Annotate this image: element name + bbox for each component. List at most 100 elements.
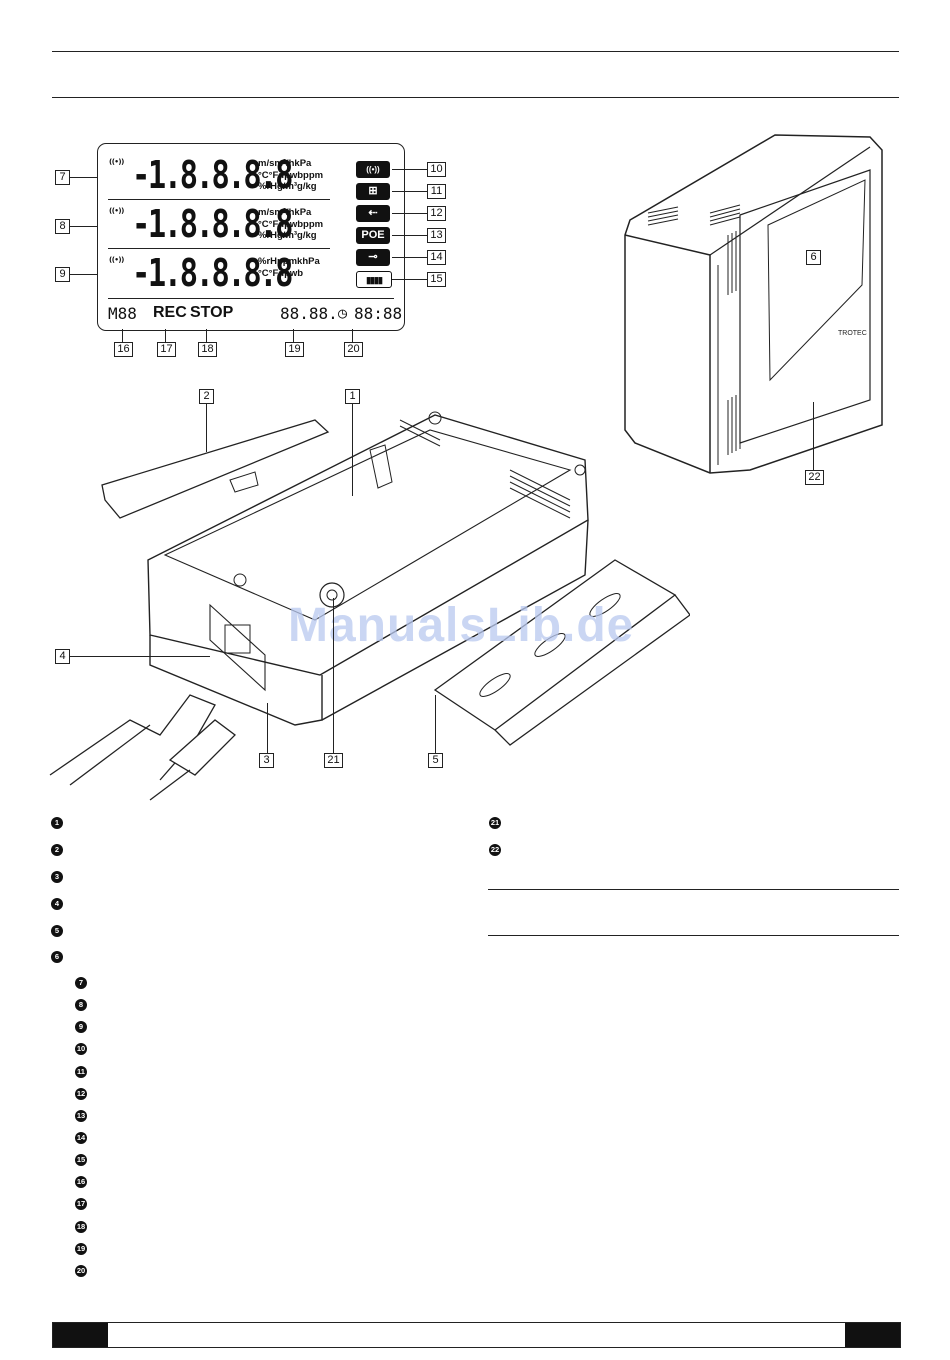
callout-18: 18: [198, 342, 217, 357]
unit-line: %rHppmkhPa: [258, 256, 320, 267]
clock-icon: ◷: [338, 304, 348, 322]
battery-icon: ▮▮▮▮: [356, 271, 392, 288]
legend-bullet: 17: [75, 1198, 87, 1210]
lcd-separator: [108, 248, 330, 249]
signal-icon: ((•)): [109, 158, 124, 166]
legend-bullet: 9: [75, 1021, 87, 1033]
unit-line: m/sm³/hkPa: [258, 158, 312, 169]
legend-bullet: 12: [75, 1088, 87, 1100]
legend-bullet: 2: [51, 844, 63, 856]
callout-21: 21: [324, 753, 343, 768]
legend-bullet: 22: [489, 844, 501, 856]
lcd-units: %rHppmkhPa °C°Fdpwb: [258, 256, 320, 279]
power-plug-icon: ⊸: [356, 249, 390, 266]
lcd-separator: [108, 199, 330, 200]
leader-line: [392, 213, 427, 214]
leader-line: [70, 177, 97, 178]
top-rule-2: [52, 97, 899, 98]
callout-9: 9: [55, 267, 70, 282]
right-rule-2: [488, 935, 899, 936]
leader-line: [352, 329, 353, 342]
callout-2: 2: [199, 389, 214, 404]
lcd-status-row: M88 REC STOP 88.88. ◷ 88:88: [108, 304, 402, 326]
legend-bullet: 16: [75, 1176, 87, 1188]
lcd-separator: [108, 298, 394, 299]
network-icon: ⊞: [356, 183, 390, 200]
unit-line: m/sm³/hkPa: [258, 207, 312, 218]
legend-bullet: 20: [75, 1265, 87, 1277]
usb-icon: ⇠: [356, 205, 390, 222]
lcd-digits: -1.8.8.8.8: [132, 202, 293, 246]
leader-line: [392, 235, 427, 236]
leader-line: [122, 329, 123, 342]
date-display: 88.88.: [280, 304, 338, 323]
leader-line: [70, 274, 97, 275]
callout-16: 16: [114, 342, 133, 357]
legend-bullet: 11: [75, 1066, 87, 1078]
callout-15: 15: [427, 272, 446, 287]
callout-14: 14: [427, 250, 446, 265]
lcd-row-2: ((•)) -1.8.8.8.8 m/sm³/hkPa °C°Fdpwbppm …: [98, 201, 404, 251]
legend-bullet: 6: [51, 951, 63, 963]
brand-logo: TROTEC: [838, 330, 867, 337]
lcd-units: m/sm³/hkPa °C°Fdpwbppm %rHg/m³g/kg: [258, 207, 323, 242]
poe-icon: POE: [356, 227, 390, 244]
legend-bullet: 21: [489, 817, 501, 829]
footer-block-right: [845, 1323, 900, 1347]
memory-indicator: M88: [108, 304, 137, 323]
lcd-row-1: ((•)) -1.8.8.8.8 m/sm³/hkPa °C°Fdpwbppm …: [98, 152, 404, 202]
lcd-units: m/sm³/hkPa °C°Fdpwbppm %rHg/m³g/kg: [258, 158, 323, 193]
callout-22: 22: [805, 470, 824, 485]
rec-indicator: REC: [153, 304, 187, 321]
callout-4: 4: [55, 649, 70, 664]
legend-bullet: 19: [75, 1243, 87, 1255]
signal-icon: ((•)): [109, 256, 124, 264]
unit-line: %rHg/m³g/kg: [258, 181, 317, 192]
leader-line: [392, 191, 427, 192]
exploded-view-illustration: [49, 411, 690, 801]
callout-3: 3: [259, 753, 274, 768]
leader-line: [165, 329, 166, 342]
lcd-digits: -1.8.8.8.8: [132, 153, 293, 197]
lcd-digits: -1.8.8.8.8: [132, 251, 293, 295]
legend-bullet: 1: [51, 817, 63, 829]
stop-indicator: STOP: [190, 304, 234, 321]
callout-19: 19: [285, 342, 304, 357]
callout-1: 1: [345, 389, 360, 404]
callout-8: 8: [55, 219, 70, 234]
leader-line: [206, 329, 207, 342]
leader-line: [392, 279, 427, 280]
leader-line: [70, 656, 210, 657]
radio-icon: ((•)): [356, 161, 390, 178]
top-rule-1: [52, 51, 899, 52]
legend-bullet: 10: [75, 1043, 87, 1055]
leader-line: [333, 598, 334, 753]
legend-bullet: 4: [51, 898, 63, 910]
callout-5: 5: [428, 753, 443, 768]
leader-line: [392, 257, 427, 258]
leader-line: [70, 226, 97, 227]
leader-line: [352, 404, 353, 496]
callout-10: 10: [427, 162, 446, 177]
unit-line: °C°Fdpwbppm: [258, 169, 324, 181]
callout-17: 17: [157, 342, 176, 357]
callout-11: 11: [427, 184, 446, 199]
legend-bullet: 14: [75, 1132, 87, 1144]
footer-bar: [52, 1322, 901, 1348]
legend-bullet: 5: [51, 925, 63, 937]
callout-20: 20: [344, 342, 363, 357]
legend-bullet: 18: [75, 1221, 87, 1233]
lcd-display: ((•)) -1.8.8.8.8 m/sm³/hkPa °C°Fdpwbppm …: [97, 143, 405, 331]
callout-7: 7: [55, 170, 70, 185]
callout-6: 6: [806, 250, 821, 265]
legend-bullet: 8: [75, 999, 87, 1011]
legend-bullet: 15: [75, 1154, 87, 1166]
callout-12: 12: [427, 206, 446, 221]
leader-line: [392, 169, 427, 170]
leader-line: [267, 703, 268, 753]
leader-line: [435, 695, 436, 753]
leader-line: [813, 402, 814, 470]
legend-bullet: 13: [75, 1110, 87, 1122]
legend-bullet: 7: [75, 977, 87, 989]
device-front-illustration: TROTEC: [624, 134, 883, 474]
